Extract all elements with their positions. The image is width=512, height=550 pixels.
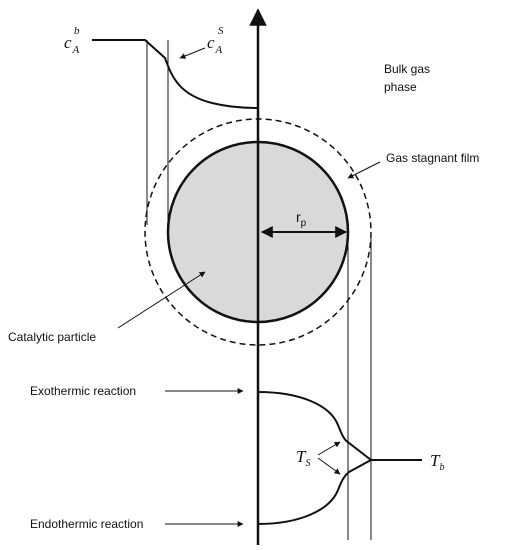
pointer-catalytic-particle	[117, 271, 206, 329]
pointer-stagnant-film	[347, 161, 381, 179]
label-conc-bulk: cA	[64, 33, 80, 56]
concentration-profile	[92, 39, 259, 109]
label-bulk-gas-phase-line2: phase	[384, 80, 417, 94]
label-conc-surface: cA	[207, 33, 223, 56]
label-exothermic: Exothermic reaction	[30, 384, 136, 398]
pointer-ts-lower	[317, 457, 341, 475]
temperature-profile-exothermic	[257, 391, 372, 461]
label-bulk-gas-phase-line1: Bulk gas	[384, 62, 430, 76]
label-endothermic: Endothermic reaction	[30, 517, 143, 531]
label-temp-bulk: Tb	[430, 451, 444, 473]
label-stagnant-film: Gas stagnant film	[386, 151, 479, 165]
pointer-surface-concentration	[179, 47, 206, 59]
label-radius: rp	[296, 209, 307, 229]
label-conc-surface-sup: S	[218, 25, 224, 37]
label-conc-bulk-sup: b	[74, 25, 80, 37]
label-temp-surface: TS	[296, 447, 310, 469]
pointer-ts-upper	[317, 441, 341, 456]
label-catalytic-particle: Catalytic particle	[8, 330, 96, 344]
temperature-profile-endothermic	[257, 459, 372, 525]
